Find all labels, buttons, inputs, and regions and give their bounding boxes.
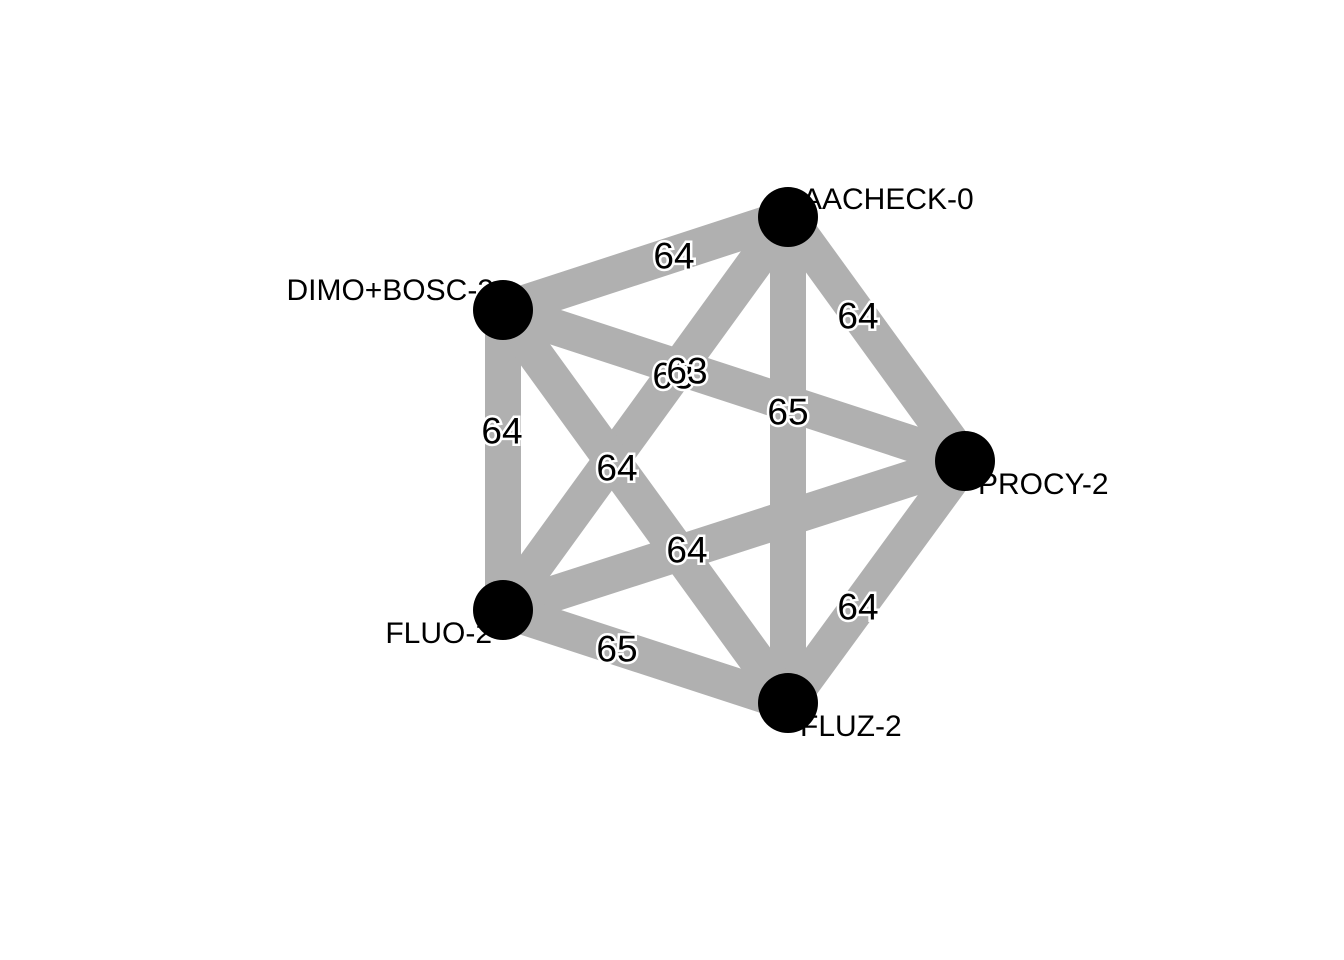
node-n5: [758, 673, 818, 733]
edge-label-n3-n4: 64: [666, 530, 707, 571]
edge-n1-n4: [488, 206, 803, 621]
edge-label-n2-n4: 64: [481, 411, 522, 452]
node-label-n3: PROCY-2: [978, 468, 1109, 501]
edge-label-n1-n3: 64: [837, 296, 878, 337]
nodes-layer: [473, 187, 995, 733]
edge-n3-n4: [497, 443, 971, 628]
edge-label-n1-n2: 64: [653, 236, 694, 277]
edge-label-n1-n4: 63: [652, 356, 693, 397]
edge-label-n1-n5: 65: [767, 392, 808, 433]
edge-label-n2-n3: 63: [666, 351, 707, 392]
node-n2: [473, 280, 533, 340]
node-label-n2: DIMO+BOSC-2: [286, 274, 494, 307]
node-label-n4: FLUO-2: [385, 617, 492, 650]
edge-n4-n5: [497, 592, 794, 721]
edges-layer: [485, 199, 980, 721]
edge-n2-n5: [488, 299, 803, 714]
edge-labels-layer: 64 64 63 65 63 64 64 64 64 65: [479, 233, 881, 672]
node-n4: [473, 580, 533, 640]
edge-n1-n3: [773, 206, 980, 472]
node-label-n5: FLUZ-2: [800, 710, 902, 743]
node-label-n1: AACHECK-0: [802, 183, 974, 216]
edge-label-n2-n5: 64: [596, 448, 637, 489]
edge-label-n3-n5: 64: [837, 587, 878, 628]
node-n1: [758, 187, 818, 247]
edge-n1-n2: [497, 199, 794, 328]
node-n3: [935, 431, 995, 491]
edge-n3-n5: [773, 450, 980, 714]
edge-n2-n3: [497, 292, 971, 479]
edge-label-n4-n5: 65: [596, 629, 637, 670]
